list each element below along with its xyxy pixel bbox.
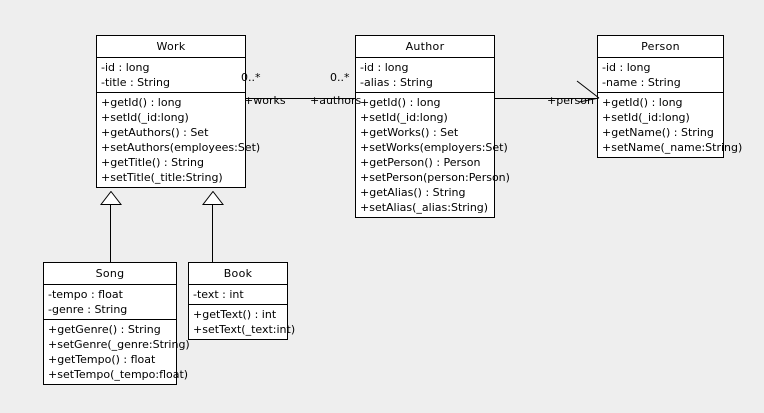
attribute-row: -genre : String xyxy=(48,303,128,316)
class-box-person[interactable]: Person -id : long -name : String +getId(… xyxy=(597,35,743,158)
class-box-book[interactable]: Book -text : int +getText() : int +setTe… xyxy=(188,262,296,340)
method-row: +setName(_name:String) xyxy=(602,141,743,154)
method-row: +getGenre() : String xyxy=(48,323,161,336)
label-works-role: +works xyxy=(244,94,286,107)
method-row: +getWorks() : Set xyxy=(360,126,459,139)
class-title-author: Author xyxy=(356,36,494,58)
attribute-row: -id : long xyxy=(101,61,150,74)
class-box-song[interactable]: Song -tempo : float -genre : String +get… xyxy=(43,262,190,385)
attribute-row: -id : long xyxy=(602,61,651,74)
class-box-author[interactable]: Author -id : long -alias : String +getId… xyxy=(355,35,510,218)
method-row: +getId() : long xyxy=(602,96,683,109)
attribute-row: -id : long xyxy=(360,61,409,74)
label-person-role: +person xyxy=(547,94,594,107)
method-row: +setTitle(_title:String) xyxy=(101,171,223,184)
methods-compartment-author: +getId() : long +setId(_id:long) +getWor… xyxy=(356,93,510,217)
method-row: +setGenre(_genre:String) xyxy=(48,338,190,351)
method-row: +getId() : long xyxy=(101,96,182,109)
method-row: +setAuthors(employees:Set) xyxy=(101,141,261,154)
methods-compartment-work: +getId() : long +setId(_id:long) +getAut… xyxy=(97,93,261,187)
method-row: +getText() : int xyxy=(193,308,277,321)
class-box-work[interactable]: Work -id : long -title : String +getId()… xyxy=(96,35,261,188)
attribute-row: -tempo : float xyxy=(48,288,123,301)
attribute-row: -name : String xyxy=(602,76,681,89)
method-row: +getAuthors() : Set xyxy=(101,126,209,139)
method-row: +setText(_text:int) xyxy=(193,323,296,336)
class-title-song: Song xyxy=(44,263,176,285)
method-row: +setPerson(person:Person) xyxy=(360,171,510,184)
label-author-multiplicity: 0..* xyxy=(330,71,350,84)
attributes-compartment-book: -text : int xyxy=(189,285,287,305)
edge-book-work xyxy=(212,203,213,263)
methods-compartment-song: +getGenre() : String +setGenre(_genre:St… xyxy=(44,320,190,384)
class-title-person: Person xyxy=(598,36,723,58)
edge-work-author xyxy=(246,98,356,99)
attribute-row: -text : int xyxy=(193,288,244,301)
edge-song-work xyxy=(110,203,111,263)
method-row: +getTitle() : String xyxy=(101,156,204,169)
method-row: +setTempo(_tempo:float) xyxy=(48,368,189,381)
attribute-row: -alias : String xyxy=(360,76,433,89)
label-authors-role: +authors xyxy=(310,94,362,107)
methods-compartment-book: +getText() : int +setText(_text:int) xyxy=(189,305,296,339)
class-title-work: Work xyxy=(97,36,245,58)
generalization-triangle-book-icon xyxy=(202,191,224,205)
generalization-triangle-song-icon xyxy=(100,191,122,205)
method-row: +setWorks(employers:Set) xyxy=(360,141,508,154)
method-row: +getId() : long xyxy=(360,96,441,109)
method-row: +setId(_id:long) xyxy=(602,111,690,124)
method-row: +setAlias(_alias:String) xyxy=(360,201,489,214)
method-row: +getName() : String xyxy=(602,126,714,139)
method-row: +getTempo() : float xyxy=(48,353,156,366)
method-row: +setId(_id:long) xyxy=(101,111,189,124)
attributes-compartment-work: -id : long -title : String xyxy=(97,58,245,93)
method-row: +getPerson() : Person xyxy=(360,156,481,169)
attributes-compartment-song: -tempo : float -genre : String xyxy=(44,285,176,320)
class-title-book: Book xyxy=(189,263,287,285)
method-row: +setId(_id:long) xyxy=(360,111,448,124)
arrow-head-person-icon xyxy=(576,80,600,103)
attribute-row: -title : String xyxy=(101,76,171,89)
method-row: +getAlias() : String xyxy=(360,186,466,199)
edge-author-person xyxy=(495,98,598,99)
label-work-multiplicity: 0..* xyxy=(241,71,261,84)
attributes-compartment-person: -id : long -name : String xyxy=(598,58,723,93)
methods-compartment-person: +getId() : long +setId(_id:long) +getNam… xyxy=(598,93,743,157)
attributes-compartment-author: -id : long -alias : String xyxy=(356,58,494,93)
